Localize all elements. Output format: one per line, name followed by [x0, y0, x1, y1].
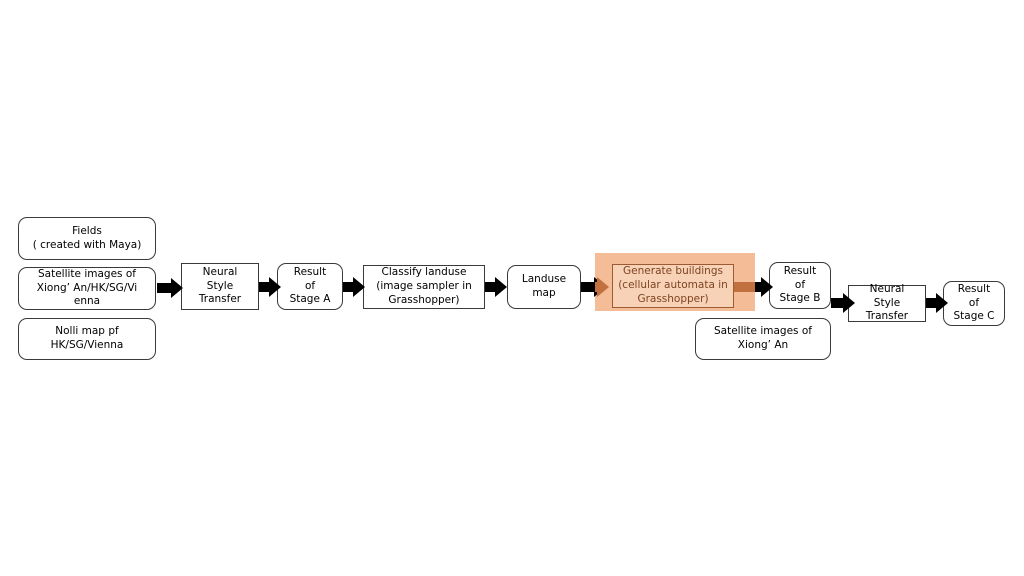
arrow-shaft [926, 298, 938, 308]
arrow-head [171, 278, 183, 298]
node-satellite-images-multi[interactable]: Satellite images of Xiong’ An/HK/SG/Vi e… [18, 267, 156, 310]
node-landuse-map[interactable]: Landuse map [507, 265, 581, 309]
node-classify-landuse[interactable]: Classify landuse (image sampler in Grass… [363, 265, 485, 309]
node-result-stage-b[interactable]: Result of Stage B [769, 262, 831, 309]
arrow-shaft [753, 282, 763, 292]
arrow-shaft [157, 283, 173, 293]
arrow-head [495, 277, 507, 297]
node-neural-style-transfer-2[interactable]: Neural Style Transfer [848, 282, 926, 323]
node-neural-style-transfer-2-label: Neural Style Transfer [865, 282, 909, 323]
node-nolli-map[interactable]: Nolli map pf HK/SG/Vienna [18, 318, 156, 360]
arrow-shaft [485, 282, 497, 292]
arrow-head [597, 277, 609, 297]
arrow-head [843, 293, 855, 313]
arrow-head [936, 293, 948, 313]
arrow-shaft [259, 282, 271, 292]
node-result-stage-a-label: Result of Stage A [289, 265, 331, 306]
arrow-shaft [343, 282, 355, 292]
node-fields[interactable]: Fields ( created with Maya) [18, 217, 156, 260]
node-landuse-map-label: Landuse map [521, 273, 567, 299]
node-generate-buildings[interactable]: Generate buildings (cellular automata in… [612, 264, 734, 308]
node-satellite-images-multi-label: Satellite images of Xiong’ An/HK/SG/Vi e… [36, 267, 138, 308]
node-satellite-images-xiongan-label: Satellite images of Xiong’ An [714, 325, 812, 351]
node-result-stage-b-label: Result of Stage B [779, 264, 821, 305]
node-nolli-map-label: Nolli map pf HK/SG/Vienna [50, 325, 124, 351]
node-neural-style-transfer-1-label: Neural Style Transfer [198, 265, 242, 306]
node-result-stage-c[interactable]: Result of Stage C [943, 281, 1005, 326]
arrow-head [269, 277, 281, 297]
arrow-shaft [831, 298, 845, 308]
node-result-stage-c-label: Result of Stage C [953, 282, 995, 323]
arrow-head [353, 277, 365, 297]
node-satellite-images-xiongan[interactable]: Satellite images of Xiong’ An [695, 318, 831, 360]
arrow-head [761, 277, 773, 297]
node-result-stage-a[interactable]: Result of Stage A [277, 263, 343, 310]
node-generate-buildings-label: Generate buildings (cellular automata in… [618, 265, 728, 305]
node-neural-style-transfer-1[interactable]: Neural Style Transfer [181, 263, 259, 310]
arrow-shaft [734, 282, 755, 292]
arrow-shaft [581, 282, 596, 292]
node-fields-label: Fields ( created with Maya) [32, 224, 142, 251]
node-classify-landuse-label: Classify landuse (image sampler in Grass… [376, 266, 472, 306]
